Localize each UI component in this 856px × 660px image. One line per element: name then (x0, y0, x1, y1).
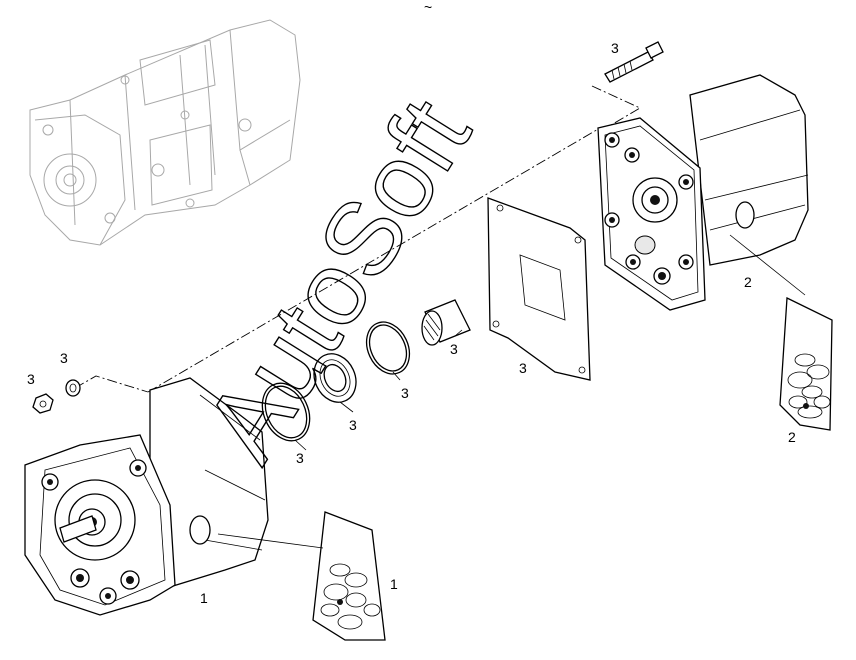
oring-large (261, 382, 311, 442)
callout-ring-seal-2: 3 (401, 385, 409, 401)
rear-pump (597, 74, 809, 311)
callout-bolt: 3 (611, 40, 619, 56)
washer (65, 379, 81, 397)
gasket-plate (487, 197, 591, 381)
seal-kit-front-bag (312, 511, 386, 641)
ring-seal-1 (313, 353, 357, 403)
bushing (421, 299, 471, 346)
reference-assembly-image (29, 19, 301, 246)
callout-gasket: 3 (519, 360, 527, 376)
callout-kit-front: 1 (390, 576, 398, 592)
callout-pump-rear: 2 (744, 274, 752, 290)
callout-ring-seal-1: 3 (349, 417, 357, 433)
seal-kit-rear-bag (779, 296, 833, 431)
callout-washer: 3 (60, 350, 68, 366)
callout-oring-large: 3 (296, 450, 304, 466)
bolt (604, 41, 664, 83)
leader-lines (217, 234, 806, 549)
watermark: AutoSoft (183, 80, 493, 480)
top-mark: ~ (424, 0, 432, 15)
callout-bushing: 3 (450, 341, 458, 357)
callout-kit-rear: 2 (788, 429, 796, 445)
assembly-axis-line (74, 85, 641, 393)
callout-pump-front: 1 (200, 590, 208, 606)
ring-seal-2 (365, 321, 411, 375)
nut (32, 393, 54, 414)
callout-nut: 3 (27, 371, 35, 387)
